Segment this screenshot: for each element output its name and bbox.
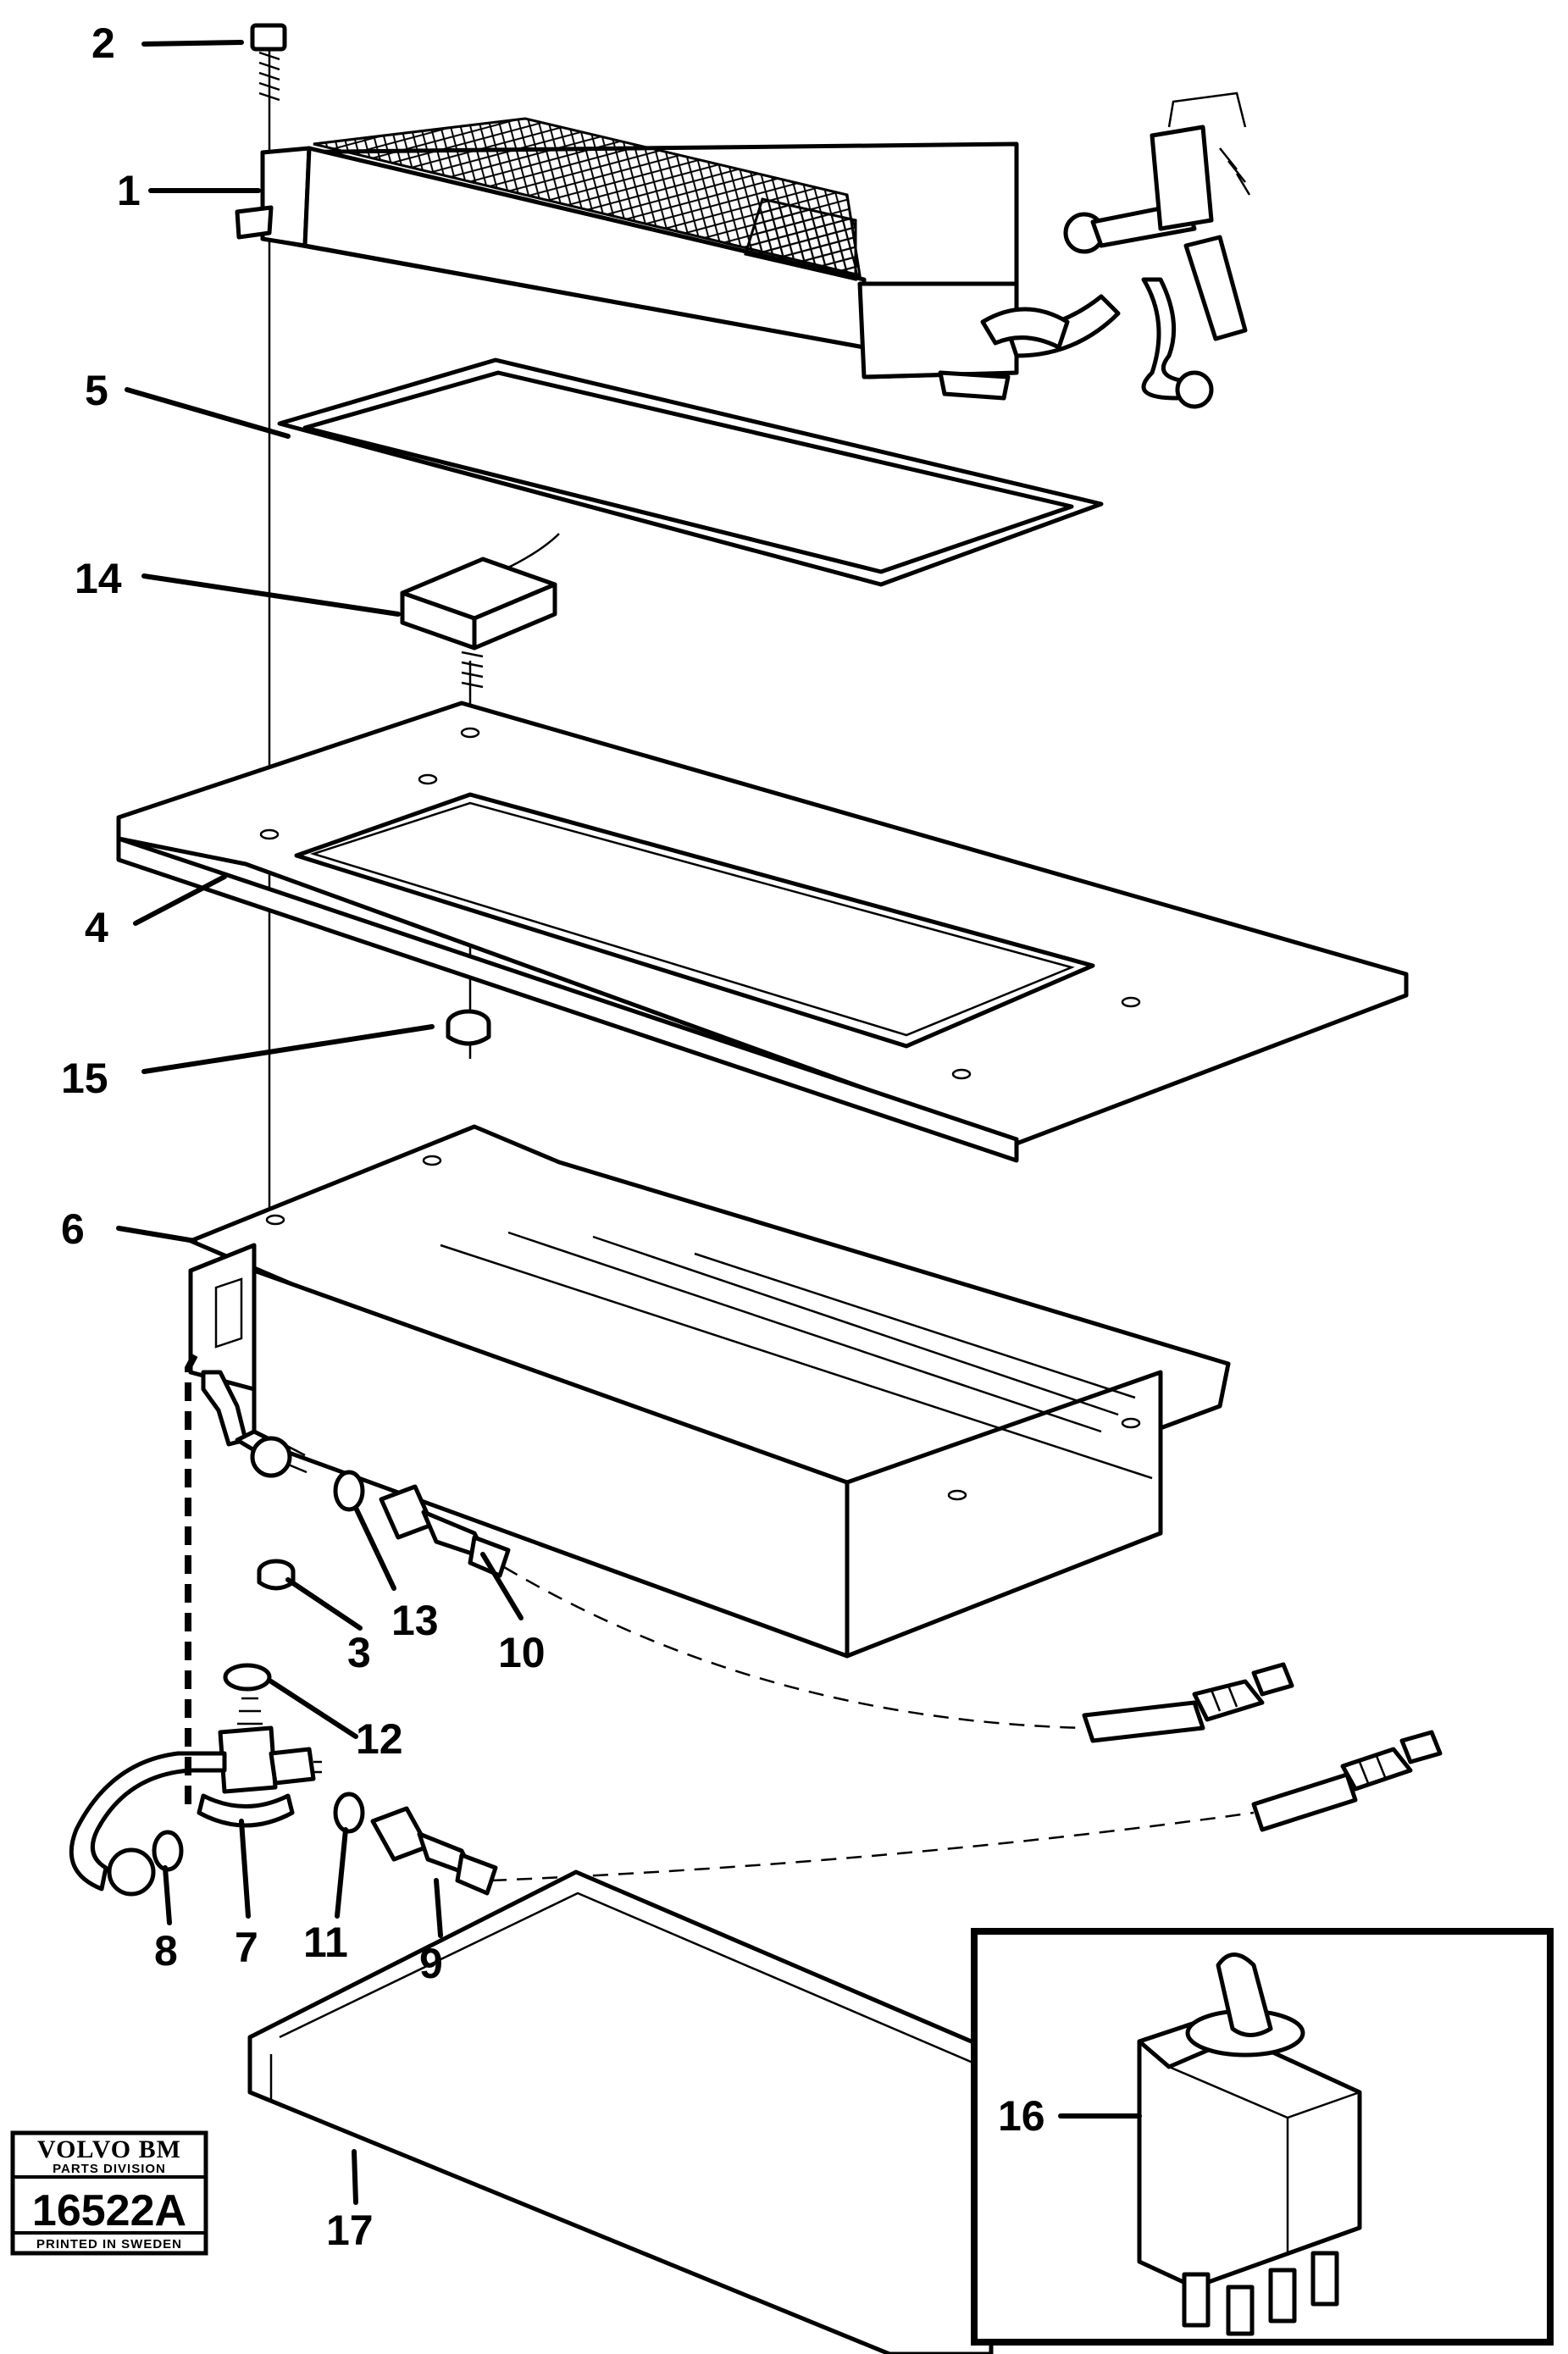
washer-part-11 (333, 1792, 365, 1834)
gasket-part-5 (277, 357, 1104, 587)
callout-6: 6 (61, 1205, 85, 1253)
nut-part-15 (446, 1009, 491, 1046)
washer-part-12 (223, 1663, 272, 1692)
stamp-code: 16522A (32, 2186, 186, 2235)
callout-5: 5 (85, 367, 108, 414)
hose-connector-upper (1082, 1662, 1294, 1743)
stamp-printed: PRINTED IN SWEDEN (36, 2237, 182, 2252)
elbow-pipe (201, 1370, 308, 1478)
tray-part-17 (247, 1869, 994, 2354)
bolt-part-2 (250, 23, 287, 102)
callout-4: 4 (85, 904, 108, 951)
callout-17: 17 (326, 2207, 374, 2254)
callout-7: 7 (235, 1924, 258, 1971)
callout-2: 2 (91, 19, 115, 67)
callout-labels: 2 1 5 14 4 15 6 3 13 10 12 8 7 11 9 16 1… (61, 19, 1045, 2254)
callout-14: 14 (75, 555, 122, 602)
callout-12: 12 (356, 1715, 403, 1763)
hose-connector-lower (1251, 1730, 1443, 1832)
leader-lines (116, 40, 1142, 2205)
hose-path-lower (490, 1811, 1255, 1882)
dashed-link (185, 1354, 198, 1808)
heater-core-part-1 (235, 91, 1251, 409)
stamp-division: PARTS DIVISION (53, 2162, 166, 2176)
mounting-plate-part-4 (116, 701, 1409, 1163)
sensor-box-part-14 (400, 533, 560, 689)
heater-box-part-6 (188, 1124, 1231, 1659)
callout-1: 1 (117, 167, 141, 214)
toggle-switch-part-16 (1137, 1952, 1362, 2336)
nut-part-3 (257, 1559, 296, 1591)
callout-13: 13 (391, 1597, 439, 1644)
tee-fitting-part-7 (197, 1697, 322, 1828)
hose-fitting-part-10 (379, 1484, 511, 1578)
washer-part-13 (333, 1470, 365, 1512)
callout-15: 15 (61, 1055, 108, 1102)
callout-16: 16 (998, 2092, 1045, 2140)
callout-9: 9 (419, 1940, 443, 1987)
callout-10: 10 (498, 1629, 546, 1676)
hose-path-upper (503, 1565, 1085, 1730)
callout-8: 8 (154, 1927, 178, 1975)
stamp-brand: VOLVO BM (37, 2135, 181, 2163)
callout-11: 11 (303, 1919, 348, 1966)
return-pipe (69, 1751, 227, 1897)
hose-fitting-part-9 (370, 1806, 498, 1896)
parts-stamp: VOLVO BM PARTS DIVISION 16522A PRINTED I… (10, 2130, 208, 2256)
callout-3: 3 (347, 1629, 371, 1676)
